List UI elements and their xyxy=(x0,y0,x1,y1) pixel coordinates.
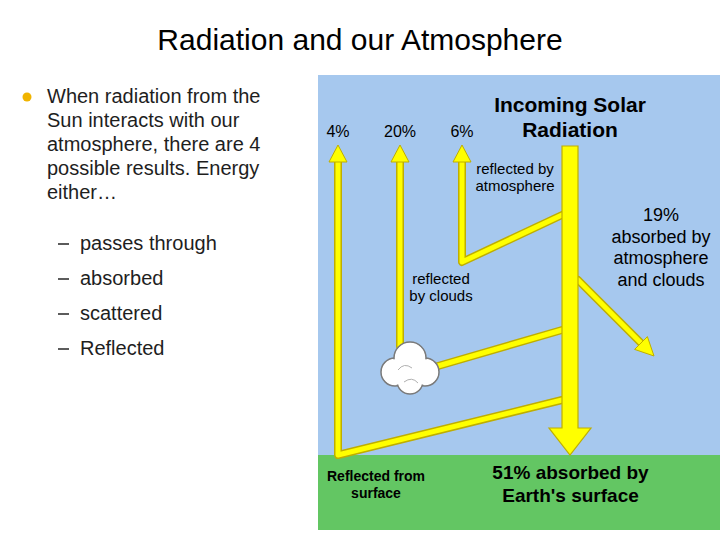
percent-label: 4% xyxy=(323,123,353,141)
text-holder: Reflected xyxy=(80,336,300,360)
text-holder: reflected by atmosphere xyxy=(472,160,558,195)
sub-bullet-text: passes through xyxy=(80,231,300,255)
text-holder: 4% xyxy=(323,123,353,141)
text-holder: scattered xyxy=(80,301,300,325)
text-holder: 6% xyxy=(449,123,475,141)
percent-label: 20% xyxy=(382,123,418,141)
bullet-text: When radiation from the Sun interacts wi… xyxy=(47,84,292,204)
sub-bullet-text: Reflected xyxy=(80,336,300,360)
cloud-ray xyxy=(398,158,403,346)
percent-label: 6% xyxy=(449,123,475,141)
cloud-shading xyxy=(398,365,418,383)
cloud-curl xyxy=(404,379,418,383)
incoming-label: Incoming Solar Radiation xyxy=(480,92,660,142)
cloud-puff xyxy=(398,369,422,393)
reflection-label: reflected by atmosphere xyxy=(472,160,558,195)
sub-bullet-text: scattered xyxy=(80,301,300,325)
bullet-dot xyxy=(23,93,32,102)
sky-panel: Reflected from surface 51% absorbed by Ea… xyxy=(318,75,720,530)
text-holder: When radiation from the Sun interacts wi… xyxy=(47,84,292,204)
text-holder: Reflected from surface xyxy=(323,468,429,502)
cloud-curl xyxy=(398,365,412,370)
text-holder: reflected by clouds xyxy=(408,270,474,305)
text-holder: Radiation and our Atmosphere xyxy=(0,22,720,58)
text-holder: 51% absorbed by Earth's surface xyxy=(483,462,658,508)
bullet-dash xyxy=(58,313,69,315)
text-holder: 19% absorbed by atmosphere and clouds xyxy=(606,205,716,291)
cloud-ray xyxy=(396,158,404,346)
ground-band: Reflected from surface 51% absorbed by Ea… xyxy=(318,455,720,530)
text-holder: passes through xyxy=(80,231,300,255)
sub-bullet-text: absorbed xyxy=(80,266,300,290)
text-holder: 20% xyxy=(382,123,418,141)
bullet-dash xyxy=(58,243,69,245)
bullet-dash xyxy=(58,278,69,280)
text-holder: absorbed xyxy=(80,266,300,290)
slide-title: Radiation and our Atmosphere xyxy=(0,22,720,58)
absorption-label: 19% absorbed by atmosphere and clouds xyxy=(606,205,716,291)
reflection-label: Reflected from surface xyxy=(323,468,429,502)
text-holder: Incoming Solar Radiation xyxy=(480,92,660,142)
bullet-dash xyxy=(58,348,69,350)
cloud-puff xyxy=(395,343,425,373)
reflection-label: reflected by clouds xyxy=(408,270,474,305)
absorption-label: 51% absorbed by Earth's surface xyxy=(483,462,658,508)
